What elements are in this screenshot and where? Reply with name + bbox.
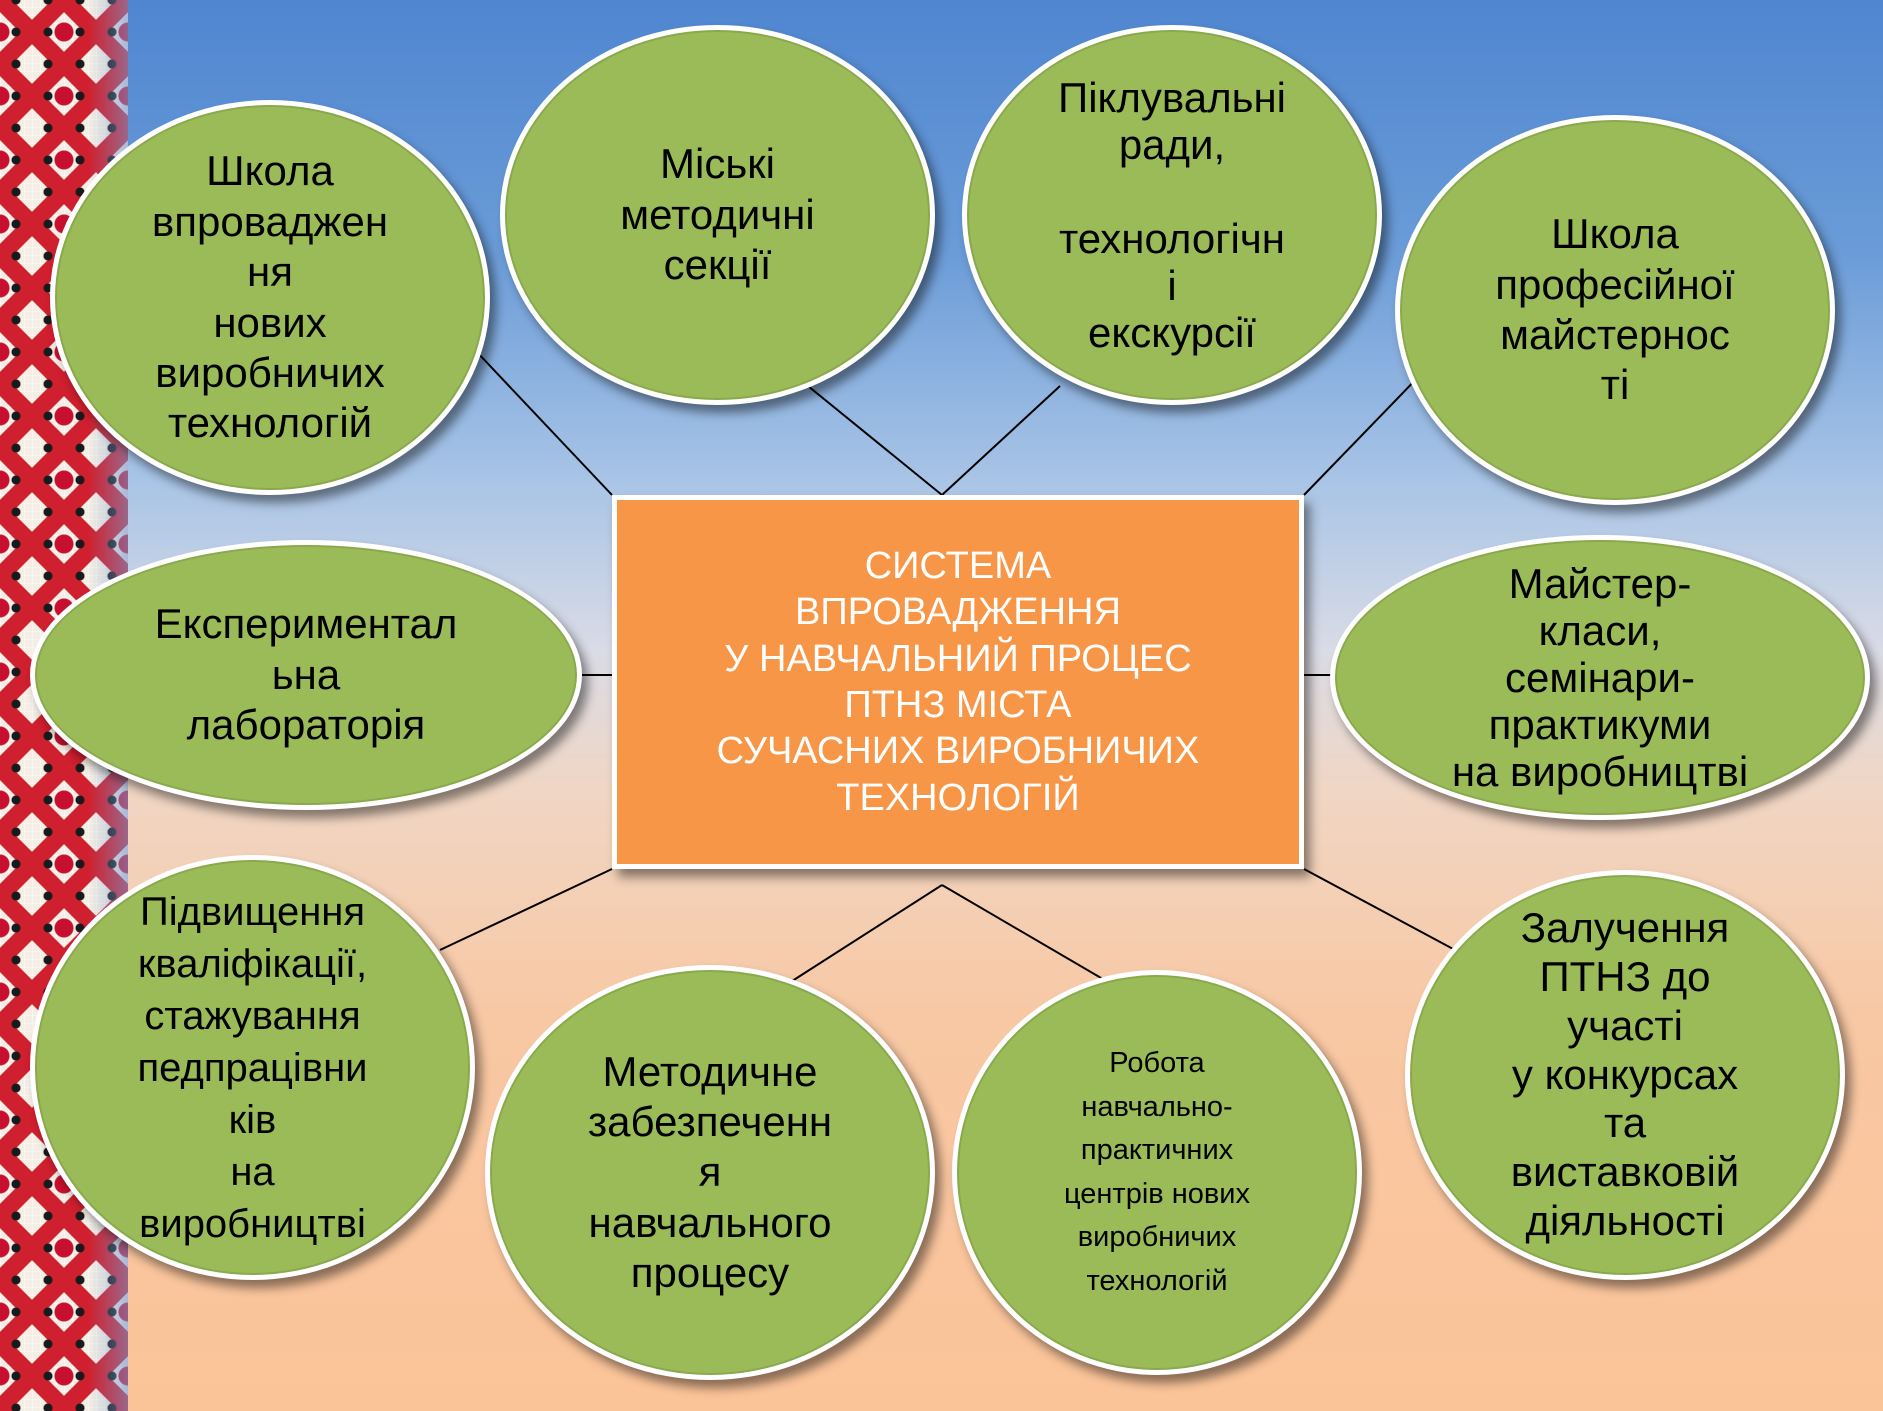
node-exp-lab-label: Експериментал ьна лабораторія — [154, 600, 458, 749]
node-practical-centers: Робота навчально- практичних центрів нов… — [952, 970, 1362, 1375]
connector-qualification — [439, 868, 613, 951]
node-master-classes-label: Майстер- класи, семінари- практикуми на … — [1451, 559, 1749, 796]
node-school-new-tech: Школа впроваджен ня нових виробничих тех… — [50, 100, 490, 495]
node-school-mastery-label: Школа професійної майстернос ті — [1495, 210, 1735, 409]
central-system-label: СИСТЕМА ВПРОВАДЖЕННЯ У НАВЧАЛЬНИЙ ПРОЦЕС… — [716, 544, 1200, 819]
node-methodical-support-label: Методичне забезпеченн я навчального проц… — [587, 1047, 833, 1297]
node-contests: Залучення ПТНЗ до участі у конкурсах та … — [1405, 870, 1845, 1280]
connector-school-mastery — [1303, 369, 1426, 496]
connector-boards-excursions — [941, 385, 1061, 496]
node-city-sections-label: Міські методичні секції — [620, 140, 815, 289]
node-exp-lab: Експериментал ьна лабораторія — [30, 540, 582, 810]
node-contests-label: Залучення ПТНЗ до участі у конкурсах та … — [1510, 904, 1740, 1244]
connector-methodical — [774, 884, 943, 993]
node-qualification: Підвищення кваліфікації, стажування педп… — [30, 855, 475, 1280]
node-city-sections: Міські методичні секції — [500, 25, 935, 405]
node-school-new-tech-label: Школа впроваджен ня нових виробничих тех… — [151, 147, 389, 447]
node-boards-excursions-label: Піклувальні ради, технологічн і екскурсі… — [1058, 73, 1286, 357]
node-methodical-support: Методичне забезпеченн я навчального проц… — [485, 965, 935, 1380]
connector-contests — [1303, 868, 1456, 951]
node-boards-excursions: Піклувальні ради, технологічн і екскурсі… — [962, 25, 1382, 405]
central-system-box: СИСТЕМА ВПРОВАДЖЕННЯ У НАВЧАЛЬНИЙ ПРОЦЕС… — [612, 495, 1304, 869]
connector-city-sections — [807, 385, 943, 496]
node-practical-centers-label: Робота навчально- практичних центрів нов… — [1064, 1047, 1250, 1297]
connector-practical — [941, 884, 1126, 993]
connector-school-new-tech — [474, 349, 613, 496]
node-master-classes: Майстер- класи, семінари- практикуми на … — [1330, 535, 1870, 820]
node-school-mastery: Школа професійної майстернос ті — [1395, 115, 1835, 505]
node-qualification-label: Підвищення кваліфікації, стажування педп… — [137, 889, 368, 1246]
